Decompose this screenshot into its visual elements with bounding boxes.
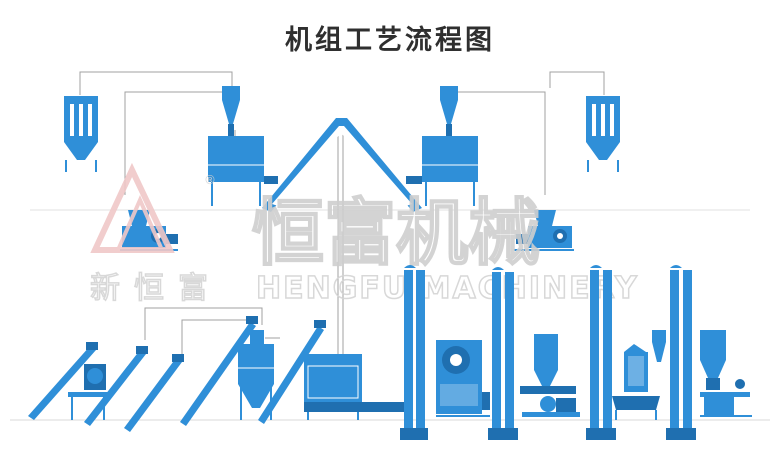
bucket-elevator-4 <box>666 265 696 440</box>
watermark-brand-en: HENGFU MACHINERY <box>256 271 639 306</box>
page-title: 机组工艺流程图 <box>285 25 495 56</box>
screw-feeder-3 <box>124 354 184 432</box>
v-screw-conveyor <box>262 118 422 212</box>
crusher-stand <box>68 364 108 420</box>
screw-feeder-2 <box>84 346 148 426</box>
bucket-elevator-3 <box>586 265 616 440</box>
counterflow-cooler <box>612 344 660 420</box>
watermark-registered: ® <box>204 173 216 187</box>
watermark-brand-sub: 新恒富 <box>90 271 222 306</box>
hopper-with-motor <box>520 334 580 417</box>
storage-silo <box>238 330 274 420</box>
bag-filter-left <box>64 96 98 172</box>
cyclone-right <box>440 86 458 136</box>
bucket-elevator-2 <box>488 267 518 440</box>
brand-watermark: ® 恒富机械 新恒富 HENGFU MACHINERY <box>89 162 639 307</box>
pellet-mill <box>436 340 490 417</box>
screw-feeder-5 <box>258 320 326 424</box>
packing-scale <box>700 330 752 417</box>
screw-feeder-4 <box>180 316 258 426</box>
mixer-right <box>406 136 478 206</box>
cooler-cyclone <box>652 330 666 362</box>
bag-filter-right <box>586 96 620 172</box>
mixer-left <box>208 136 278 206</box>
cyclone-left <box>222 86 240 136</box>
screw-feeder-1 <box>28 342 98 420</box>
bucket-elevator-1 <box>400 265 428 440</box>
brand-logo <box>90 162 175 253</box>
watermark-brand-cn: 恒富机械 <box>252 191 540 275</box>
pipe-network <box>79 71 605 355</box>
hammer-mill-right <box>514 210 574 251</box>
batch-mixer <box>304 354 408 420</box>
